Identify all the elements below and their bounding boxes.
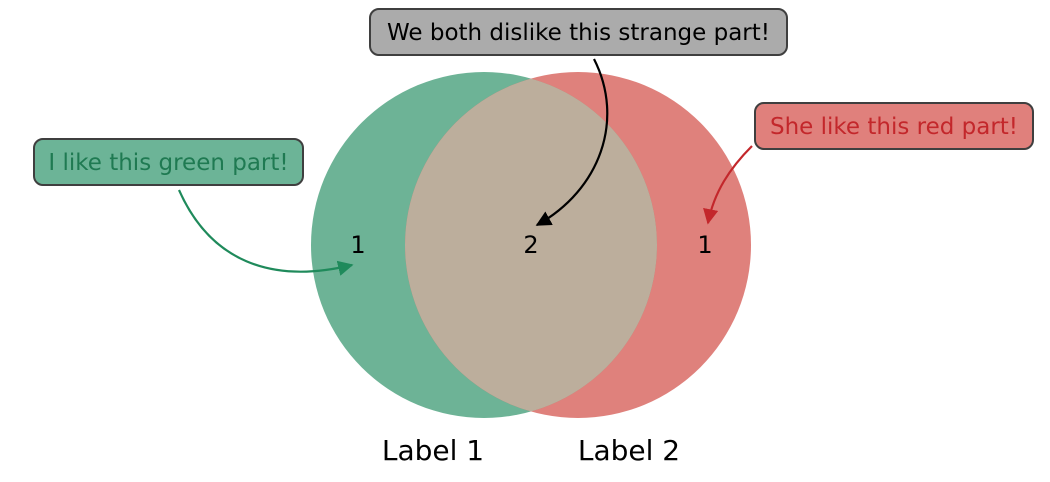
region-count-intersection: 2 (523, 231, 538, 259)
intersection-region (405, 72, 657, 418)
annotation-text-right: She like this red part! (770, 114, 1018, 140)
annotation-arrow-top (535, 58, 609, 226)
annotation-text-top: We both dislike this strange part! (387, 20, 770, 46)
annotation-arrow-left (177, 189, 354, 276)
set-2-label: Label 2 (578, 434, 680, 467)
region-count-set-2-only: 1 (697, 231, 712, 259)
annotation-box-right (754, 102, 1034, 150)
annotation-box-top (369, 8, 788, 56)
annotation-text-left: I like this green part! (48, 150, 288, 176)
annotation-box-left (33, 138, 304, 186)
set-1-label: Label 1 (382, 434, 484, 467)
annotation-arrow-right (703, 145, 753, 225)
region-count-set-1-only: 1 (350, 231, 365, 259)
